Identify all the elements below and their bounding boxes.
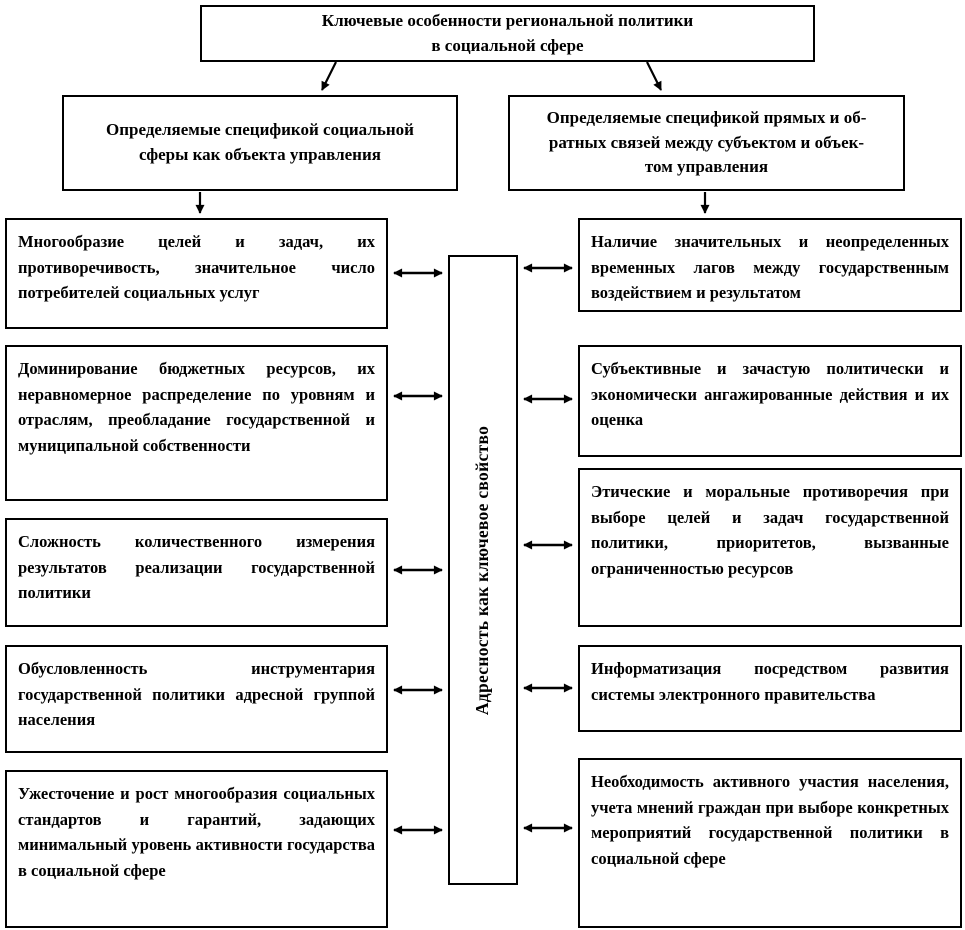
left-item-2: Доминирование бюджетных ресурсов, их нер…: [5, 345, 388, 501]
branch-right-box: Определяемые спецификой прямых и об- рат…: [508, 95, 905, 191]
arrow-title-to-left: [321, 61, 337, 91]
left-item-4: Обусловленность инструментария государст…: [5, 645, 388, 753]
center-property-text: Адресность как ключевое свойство: [472, 425, 493, 715]
right-item-5: Необходимость активного участия населени…: [578, 758, 962, 928]
left-item-1: Многообразие целей и задач, их противоре…: [5, 218, 388, 329]
right-item-1: Наличие значительных и неопределенных вр…: [578, 218, 962, 312]
center-property-box: Адресность как ключевое свойство: [448, 255, 518, 885]
arrow-title-to-right: [646, 61, 662, 91]
right-item-3: Этические и моральные противоречия при в…: [578, 468, 962, 627]
right-item-2: Субъективные и зачастую политически и эк…: [578, 345, 962, 457]
branch-left-box: Определяемые спецификой социальной сферы…: [62, 95, 458, 191]
right-item-4: Информатизация посредством развития сист…: [578, 645, 962, 732]
left-item-5: Ужесточение и рост многообразия социальн…: [5, 770, 388, 928]
left-item-3: Сложность количественного измерения резу…: [5, 518, 388, 627]
title-box: Ключевые особенности региональной полити…: [200, 5, 815, 62]
